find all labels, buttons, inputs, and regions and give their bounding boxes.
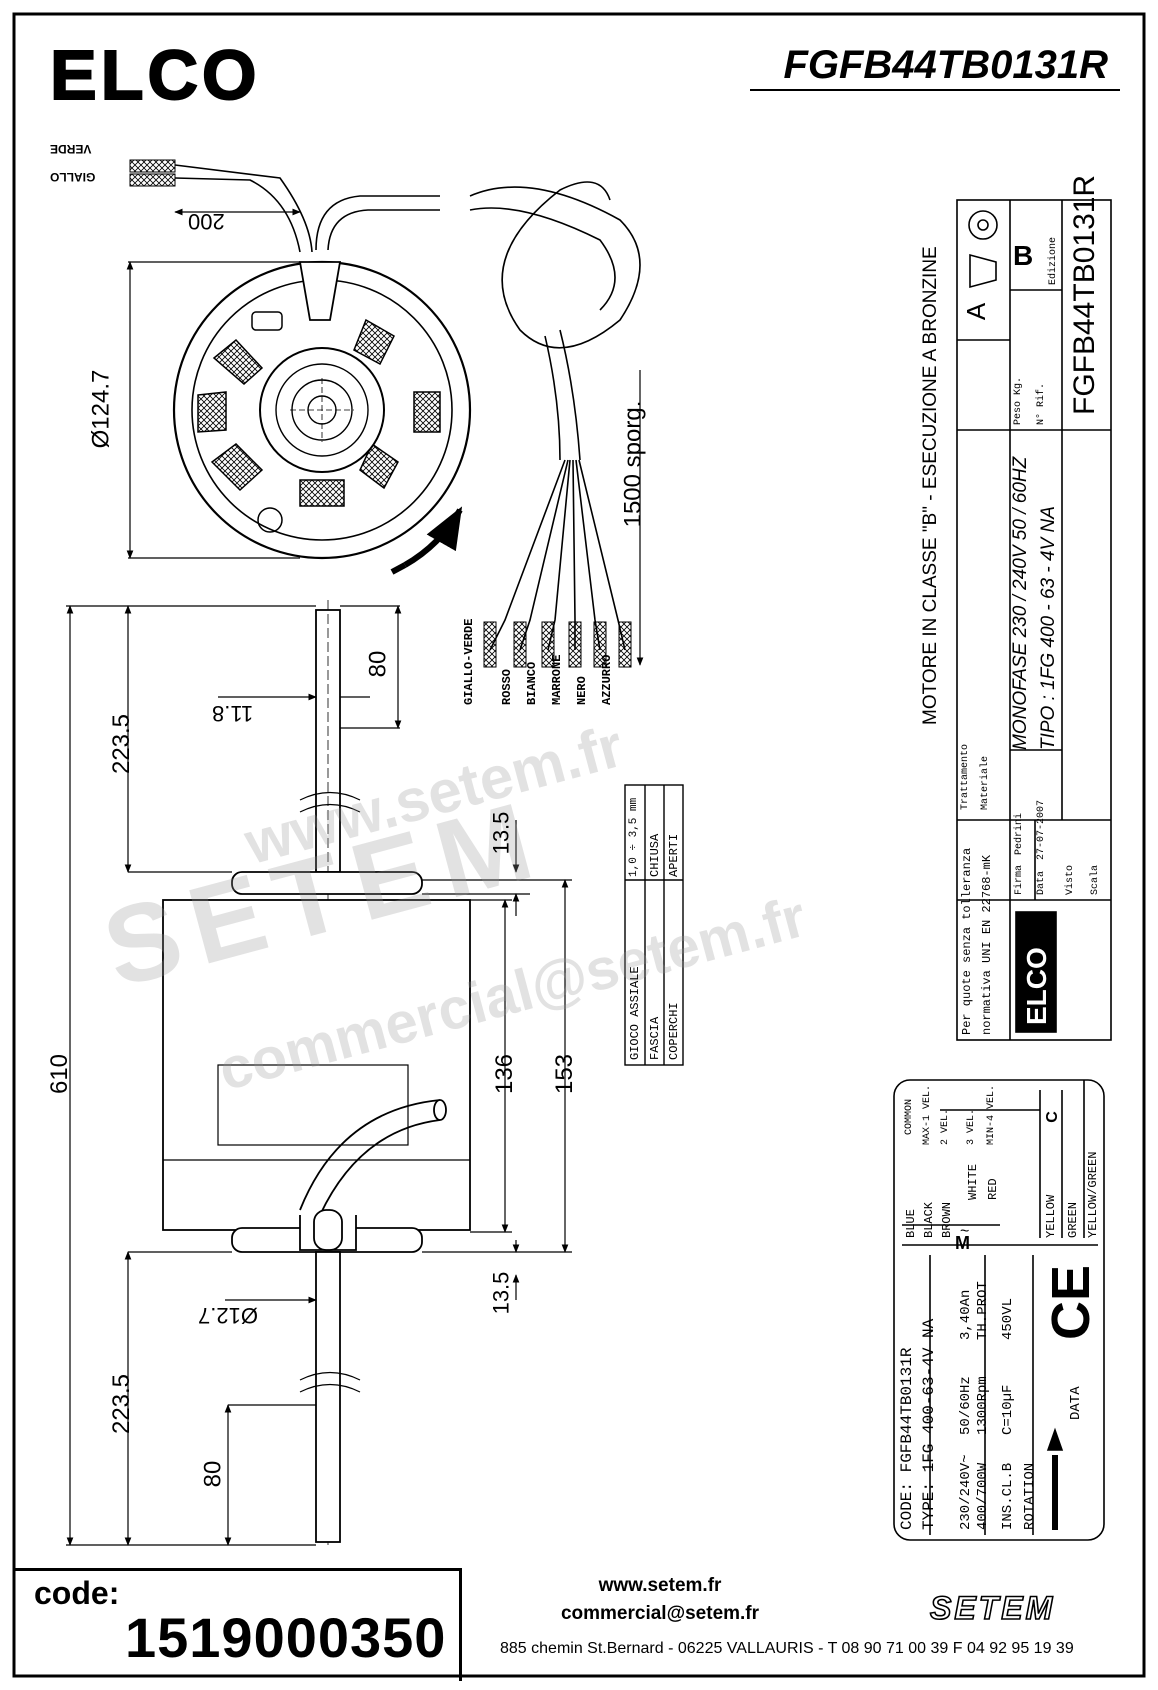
dim-gap-bottom: 13.5: [488, 1271, 514, 1315]
nameplate-power: 400/700W: [975, 1462, 991, 1530]
dim-body-inner: 136: [491, 1053, 519, 1095]
dim-shaft-bottom-total: 223.5: [108, 1373, 136, 1435]
company-address: 885 chemin St.Bernard - 06225 VALLAURIS …: [500, 1640, 1074, 1657]
monofase-spec: MONOFASE 230 / 240V 50 / 60HZ: [1010, 456, 1031, 750]
projection-label-a: A: [961, 302, 992, 321]
contact-block: www.setem.fr commercial@setem.fr: [560, 1572, 760, 1628]
wire-label-green: VERDE: [50, 142, 92, 156]
elco-logo: ELCO: [49, 36, 261, 114]
title-block-frame: [956, 199, 1112, 1041]
dim-body-outer: 153: [551, 1053, 579, 1095]
nameplate-rpm: 1300Rpm: [975, 1376, 991, 1435]
nameplate-capacitor: C=10µF: [1000, 1384, 1016, 1435]
nameplate-frequency: 50/60Hz: [958, 1376, 974, 1435]
nameplate-rotation-direction: DATA: [1068, 1386, 1084, 1420]
code-box: [14, 1568, 462, 1681]
lead-label-rosso: ROSSO: [500, 668, 514, 705]
website-link[interactable]: www.setem.fr: [598, 1575, 722, 1596]
nameplate-frame: [893, 1079, 1105, 1541]
dim-shaft-flat: 11.8: [212, 701, 254, 726]
email-link[interactable]: commercial@setem.fr: [560, 1603, 760, 1624]
nameplate-ins-class: INS.CL.B: [1000, 1462, 1016, 1530]
wiring-blue-function: COMMON: [904, 1098, 915, 1135]
tolerance-line-1: Per quote senza tolleranza: [960, 847, 974, 1035]
dimension-lines: [66, 208, 644, 1546]
nameplate-code: CODE: FGFB44TB0131R: [898, 1347, 916, 1530]
scala-label: Scala: [1090, 864, 1101, 895]
table-label-gioco: GIOCO ASSIALE: [628, 966, 642, 1060]
data-value: 27-07-2007: [1036, 799, 1047, 860]
lead-label-giallo-verde: GIALLO-VERDE: [462, 618, 476, 705]
dim-gap-top: 13.5: [488, 811, 514, 855]
peso-label: Peso Kg.: [1013, 376, 1024, 425]
dim-shaft-top-total: 223.5: [108, 713, 136, 775]
firma-label: Firma: [1014, 864, 1025, 895]
motor-tilde: ~: [960, 1223, 970, 1240]
dim-shaft-bottom-diameter: Ø12.7: [198, 1303, 258, 1328]
product-code: 1519000350: [125, 1606, 447, 1669]
tipo-spec: TIPO : 1FG 400 - 63 - 4V NA: [1038, 506, 1059, 750]
dim-shaft-top-80: 80: [364, 650, 392, 678]
data-label: Data: [1036, 870, 1047, 895]
class-note: MOTORE IN CLASSE "B" - ESECUZIONE A BRON…: [920, 246, 941, 725]
trattamento-label: Trattamento: [960, 743, 971, 810]
page-title: FGFB44TB0131R: [783, 43, 1108, 87]
nameplate-current: 3,40An: [958, 1289, 974, 1340]
dim-200: 200: [188, 209, 225, 234]
lead-label-bianco: BIANCO: [525, 661, 539, 705]
wire-label-yellow: GIALLO: [50, 170, 96, 184]
top-terminals: [129, 159, 176, 187]
edizione-label: Edizione: [1048, 236, 1059, 285]
wiring-yellow-green: YELLOW/GREEN: [1086, 1151, 1100, 1238]
nameplate-voltage: 230/240V~: [958, 1454, 974, 1530]
lead-terminals: [483, 621, 632, 668]
motor-front-view: [172, 260, 472, 575]
nameplate-thermal-protection: TH.PROT: [975, 1281, 991, 1340]
nameplate-cap-voltage: 450VL: [1000, 1297, 1016, 1340]
title-block-logo: ELCO: [1021, 947, 1052, 1025]
code-label: code:: [34, 1575, 120, 1611]
capacitor-symbol-label: C: [1043, 1111, 1061, 1123]
dim-cable-length: 1500 sporg.: [619, 400, 647, 528]
wiring-brown-function: 2 VEL.: [940, 1108, 951, 1145]
lead-label-azzurro: AZZURRO: [600, 654, 614, 705]
motor-symbol: M: [955, 1233, 970, 1253]
rif-label: N° Rif.: [1036, 382, 1047, 425]
axial-play-table-frame: [624, 784, 684, 1066]
wiring-white-function: 3 VEL.: [966, 1108, 977, 1145]
nameplate-rotation-label: ROTATION: [1022, 1462, 1038, 1530]
motor-side-view: [162, 600, 471, 1545]
wiring-green: GREEN: [1066, 1201, 1080, 1238]
table-label-fascia: FASCIA: [648, 1016, 662, 1060]
dim-shaft-bottom-80: 80: [199, 1460, 227, 1488]
table-value-fascia: CHIUSA: [648, 833, 662, 877]
sheet-frame: [12, 12, 1146, 1678]
table-value-gioco: 1,0 ÷ 3,5 mm: [628, 797, 640, 877]
materiale-label: Materiale: [980, 755, 991, 810]
ce-mark: CE: [1041, 1264, 1101, 1340]
wiring-red-function: MIN-4 VEL.: [986, 1084, 997, 1145]
wiring-black-function: MAX-1 VEL.: [922, 1084, 933, 1145]
dim-diameter: Ø124.7: [87, 369, 115, 449]
nameplate-type: TYPE: 1FG 400-63-4V NA: [920, 1318, 938, 1530]
tolerance-line-2: normativa UNI EN 22768-mK: [980, 854, 994, 1035]
top-wires: [174, 164, 641, 651]
setem-logo: SETEM: [929, 1589, 1056, 1627]
firma-value: Pedrini: [1014, 812, 1025, 855]
lead-label-nero: NERO: [575, 676, 589, 705]
visto-label: Visto: [1065, 864, 1076, 895]
title-block-code: FGFB44TB0131R: [1068, 174, 1101, 415]
table-label-coperchi: COPERCHI: [667, 1002, 681, 1060]
lead-label-marrone: MARRONE: [550, 654, 564, 705]
table-value-coperchi: APERTI: [667, 833, 681, 877]
dim-overall: 610: [46, 1053, 74, 1095]
edizione-value: B: [1013, 240, 1034, 271]
